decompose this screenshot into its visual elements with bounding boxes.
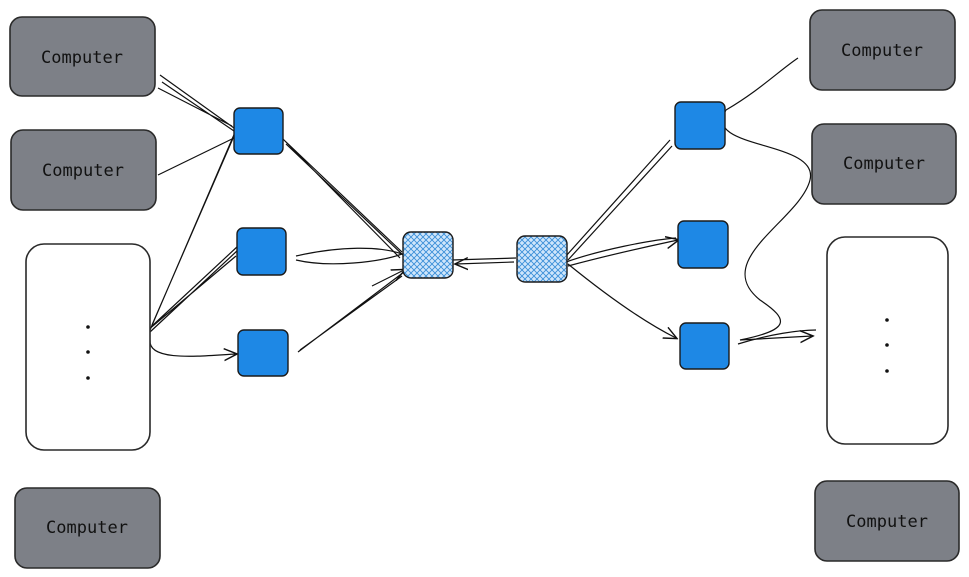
- computer-label: Computer: [846, 512, 928, 532]
- ellipsis-dot: [86, 350, 90, 354]
- link-switchB-router: [295, 247, 404, 265]
- computer-label: Computer: [843, 154, 925, 174]
- ellipsis-dot: [885, 369, 889, 373]
- link-switchC-router: [297, 271, 405, 353]
- link-switchA-router: [281, 137, 405, 259]
- computer-right-bottom: Computer: [814, 480, 960, 562]
- link-switchF-group: [737, 329, 817, 345]
- link-group-switchB: [147, 245, 239, 333]
- ellipsis-dot: [885, 343, 889, 347]
- link-router-switchE: [565, 238, 678, 267]
- computer-label: Computer: [46, 518, 128, 538]
- router-left: [402, 231, 454, 279]
- link-switchD-group: [722, 109, 812, 340]
- link-computer1-switchA: [157, 74, 235, 132]
- link-group-switchC: [149, 339, 236, 356]
- switch-left-bottom: [237, 329, 289, 377]
- computer-right-top: Computer: [809, 9, 956, 91]
- ellipsis-dot: [86, 325, 90, 329]
- computer-right-second: Computer: [811, 123, 957, 205]
- router-right: [516, 235, 568, 283]
- switch-right-middle: [677, 220, 729, 269]
- link-router-switchF: [567, 263, 676, 338]
- link-router-switchD: [565, 139, 673, 261]
- ellipsis-dot: [885, 318, 889, 322]
- switch-right-bottom: [679, 322, 730, 370]
- routers: [402, 231, 568, 283]
- connections: [147, 57, 817, 356]
- switch-right-top: [674, 101, 726, 150]
- switch-left-top: [233, 107, 284, 155]
- link-router-arrow-in: [371, 270, 404, 287]
- computer-label: Computer: [42, 161, 124, 181]
- computer-left-top: Computer: [9, 16, 156, 97]
- computer-label: Computer: [841, 41, 923, 61]
- computer-label: Computer: [41, 48, 123, 68]
- link-switchD-computer: [725, 57, 799, 111]
- link-group-switchA: [149, 129, 237, 331]
- switches: [233, 101, 730, 377]
- link-router-router: [452, 258, 517, 264]
- computer-group-right: [826, 236, 949, 445]
- ellipsis-dot: [86, 376, 90, 380]
- switch-left-middle: [236, 227, 287, 276]
- link-computer2-switchA: [157, 137, 235, 176]
- computer-group-left: [25, 243, 151, 451]
- computer-left-bottom: Computer: [14, 487, 161, 569]
- computer-left-second: Computer: [10, 129, 157, 211]
